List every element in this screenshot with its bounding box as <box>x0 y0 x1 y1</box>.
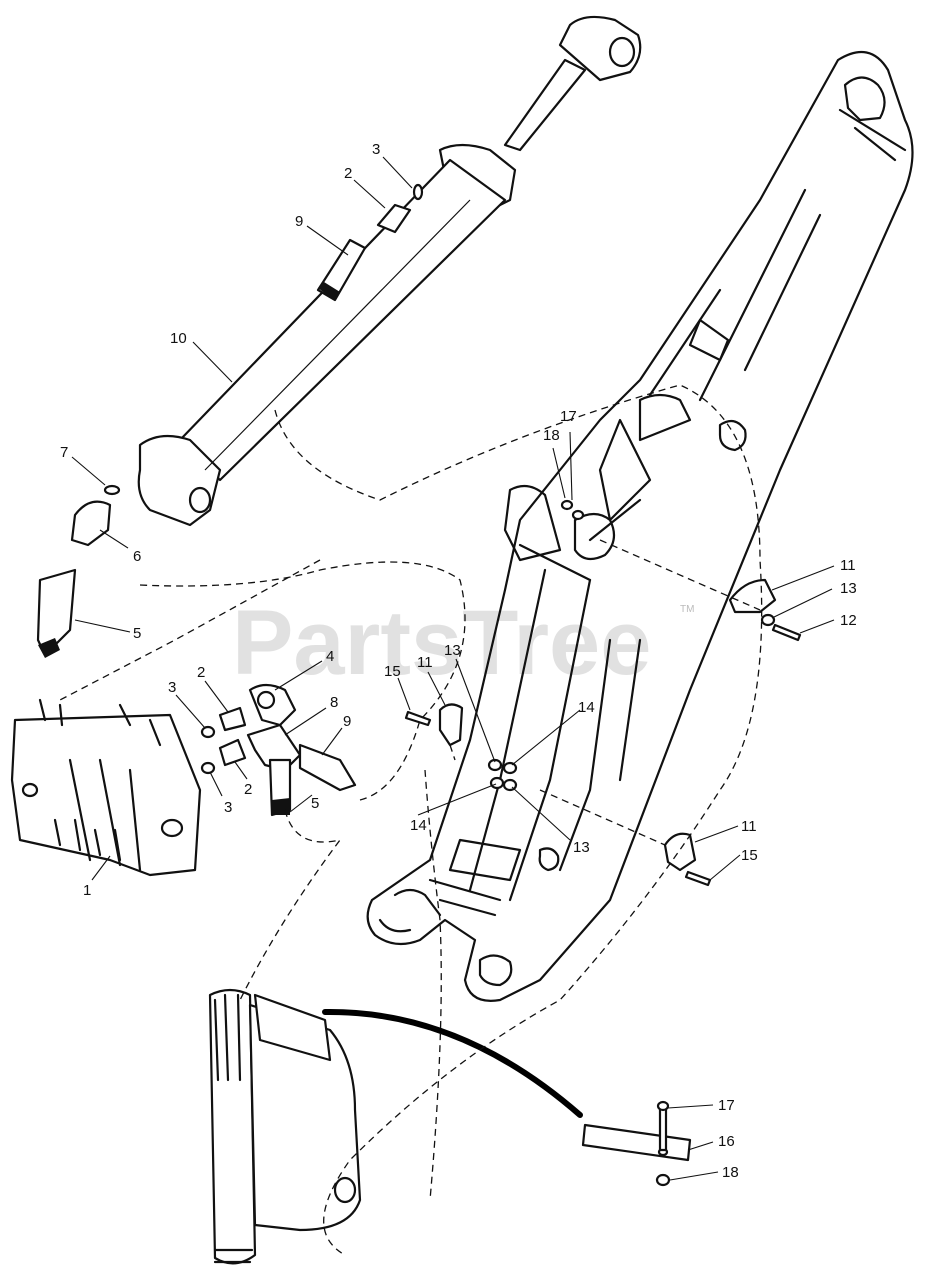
callout-labels: 3 2 9 10 7 6 5 17 18 11 13 12 4 2 3 8 9 … <box>60 141 857 1181</box>
watermark-tm: TM <box>680 604 694 615</box>
callout-7: 7 <box>60 444 68 461</box>
callout-15-right: 15 <box>741 847 758 864</box>
clamp-11-lower-right[interactable] <box>663 832 697 872</box>
callout-17-top: 17 <box>560 408 577 425</box>
callout-13-low: 13 <box>573 839 590 856</box>
tee-fitting-8[interactable] <box>246 723 302 817</box>
callout-8: 8 <box>330 694 338 711</box>
callout-2-mid: 2 <box>197 664 205 681</box>
callout-11-left: 11 <box>417 654 433 671</box>
callout-13-right: 13 <box>840 580 857 597</box>
elbow-fitting-6[interactable] <box>70 500 112 547</box>
washers-13-14-center[interactable] <box>487 758 518 792</box>
callout-1: 1 <box>83 882 91 899</box>
adapter-9-mid[interactable] <box>298 743 357 792</box>
callout-11-right: 11 <box>840 557 856 574</box>
hydraulic-hoses <box>59 384 763 1256</box>
callout-3-mid: 3 <box>168 679 176 696</box>
callout-5-mid: 5 <box>311 795 319 812</box>
callout-3-top: 3 <box>372 141 380 158</box>
callout-11-low: 11 <box>741 818 757 835</box>
callout-2-low: 2 <box>244 781 252 798</box>
callout-18-bottom: 18 <box>722 1164 739 1181</box>
callout-5-left: 5 <box>133 625 141 642</box>
callout-14-lower: 14 <box>410 817 427 834</box>
fitting-connector-2-top[interactable] <box>376 203 412 234</box>
oring-3-top[interactable] <box>412 183 424 201</box>
orings-3-mid[interactable] <box>200 725 216 775</box>
bolt-12[interactable] <box>771 623 802 642</box>
callout-9-top: 9 <box>295 213 303 230</box>
callout-4: 4 <box>326 648 334 665</box>
callout-13-left: 13 <box>444 642 461 659</box>
callout-12: 12 <box>840 612 857 629</box>
watermark: PartsTree TM <box>232 592 694 694</box>
control-valve[interactable] <box>10 698 202 877</box>
fitting-adapter-9-top[interactable] <box>316 238 367 302</box>
clamp-11-upper-right[interactable] <box>728 578 777 614</box>
swing-post[interactable] <box>208 988 362 1265</box>
callout-18-top: 18 <box>543 427 560 444</box>
nut-18-bottom[interactable] <box>655 1173 671 1187</box>
boom-arm[interactable] <box>366 50 914 1002</box>
callout-10: 10 <box>170 330 187 347</box>
hose-fitting-5-left[interactable] <box>36 568 77 658</box>
bolt-15-right[interactable] <box>684 870 712 887</box>
callout-6: 6 <box>133 548 141 565</box>
callout-16: 16 <box>718 1133 735 1150</box>
washers-17-18-top[interactable] <box>560 499 585 521</box>
callout-17-bottom: 17 <box>718 1097 735 1114</box>
hydraulic-cylinder[interactable] <box>137 15 642 527</box>
callout-14-upper: 14 <box>578 699 595 716</box>
connectors-2-mid[interactable] <box>218 706 247 767</box>
bolt-17-bottom[interactable] <box>656 1100 670 1152</box>
clamp-11-left[interactable] <box>438 703 464 747</box>
watermark-text: PartsTree <box>232 592 651 694</box>
callout-9-mid: 9 <box>343 713 351 730</box>
elbow-fitting-4[interactable] <box>248 683 297 727</box>
callout-15-left: 15 <box>384 663 401 680</box>
callout-2-top: 2 <box>344 165 352 182</box>
callout-3-low: 3 <box>224 799 232 816</box>
leader-lines <box>71 156 835 1181</box>
plate-16[interactable] <box>581 1123 692 1162</box>
oring-7[interactable] <box>103 484 121 496</box>
washer-13-right[interactable] <box>760 613 776 627</box>
